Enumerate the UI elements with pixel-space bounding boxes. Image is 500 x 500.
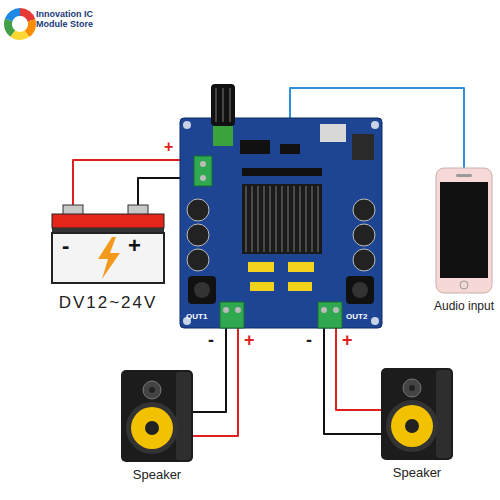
circle-shape	[200, 161, 206, 167]
rect-shape	[436, 168, 492, 293]
circle-shape	[194, 282, 210, 298]
circle-shape	[187, 199, 209, 221]
rect-shape	[381, 368, 453, 460]
circle-shape	[126, 402, 178, 454]
line-shape	[222, 88, 224, 122]
polarity-mark: +	[342, 330, 353, 351]
store-logo-text: Innovation IC Module Store	[36, 9, 108, 30]
circle-shape	[187, 249, 209, 271]
battery-box: - + DV12~24V	[48, 205, 168, 320]
circle-shape	[403, 379, 421, 397]
rect-shape	[250, 282, 274, 291]
node-text: +	[128, 233, 141, 258]
node-text: OUT2	[346, 312, 367, 321]
rect-shape	[52, 214, 164, 228]
circle-shape	[131, 407, 173, 449]
polygon-shape	[98, 237, 120, 279]
rect-shape	[242, 184, 322, 254]
rect-shape	[242, 168, 322, 176]
rect-shape	[121, 370, 193, 462]
circle-shape	[353, 199, 375, 221]
speaker-wires	[324, 328, 381, 434]
circle-shape	[352, 282, 368, 298]
node-text: -	[62, 233, 69, 258]
rect-shape	[288, 262, 314, 272]
phone-art	[432, 168, 496, 318]
rect-shape	[180, 118, 382, 328]
circle-shape	[235, 307, 241, 313]
rect-shape	[213, 126, 233, 146]
circle-shape	[409, 385, 415, 391]
node-text: Speaker	[118, 468, 196, 483]
wire-path	[324, 328, 381, 434]
logo-center	[13, 17, 27, 31]
logo-arc	[8, 12, 32, 36]
rect-shape	[440, 182, 488, 278]
circle-shape	[187, 224, 209, 246]
node-text: OUT1	[186, 312, 207, 321]
circle-shape	[371, 317, 379, 325]
speaker-box: Speaker	[118, 370, 196, 488]
wire-path	[193, 328, 226, 412]
node-text: Speaker	[378, 466, 456, 481]
rect-shape	[211, 84, 235, 126]
circle-shape	[321, 307, 327, 313]
rect-shape	[346, 276, 374, 304]
line-shape	[215, 88, 217, 122]
rect-shape	[188, 276, 216, 304]
polarity-mark: +	[244, 330, 255, 351]
circle-shape	[145, 421, 159, 435]
rect-shape	[194, 156, 212, 186]
polarity-mark: -	[208, 330, 214, 351]
rect-shape	[240, 140, 270, 154]
wire-path	[73, 160, 180, 205]
logo-arc	[8, 12, 32, 36]
rect-shape	[288, 282, 312, 291]
power-wires	[73, 160, 180, 205]
board-art	[180, 118, 382, 328]
speaker-box: Speaker	[378, 368, 456, 488]
circle-shape	[353, 249, 375, 271]
logo-ring	[8, 12, 32, 36]
line-shape	[229, 88, 231, 122]
logo-arc	[8, 12, 32, 36]
polarity-mark: +	[164, 138, 173, 156]
rect-shape	[52, 233, 164, 283]
logo-arc	[8, 12, 32, 36]
rect-shape	[248, 262, 274, 272]
circle-shape	[353, 224, 375, 246]
circle-shape	[386, 400, 438, 452]
circle-shape	[405, 419, 419, 433]
logo-arc	[8, 12, 32, 36]
rect-shape	[176, 372, 191, 460]
rect-shape	[352, 134, 374, 160]
path-shape	[246, 186, 318, 252]
node-text: Audio input	[432, 300, 496, 314]
rect-shape	[280, 144, 300, 154]
rect-shape	[436, 370, 451, 458]
rect-shape	[320, 124, 346, 142]
circle-shape	[143, 381, 161, 399]
wire-path	[138, 178, 180, 205]
circle-shape	[200, 175, 206, 181]
circle-shape	[223, 307, 229, 313]
wire-path	[193, 328, 238, 436]
rect-shape	[318, 302, 342, 328]
circle-shape	[460, 281, 468, 289]
circle-shape	[333, 307, 339, 313]
circle-shape	[149, 387, 155, 393]
phone-device: Audio input	[432, 168, 496, 318]
polarity-mark: -	[306, 330, 312, 351]
circle-shape	[183, 121, 191, 129]
circle-shape	[371, 121, 379, 129]
rect-shape	[220, 302, 244, 328]
wire-path	[336, 328, 381, 410]
amplifier-board: OUT1 OUT2	[180, 118, 382, 328]
rect-shape	[456, 174, 472, 177]
speaker-wires	[193, 328, 238, 436]
node-text: DV12~24V	[48, 293, 168, 313]
circle-shape	[391, 405, 433, 447]
